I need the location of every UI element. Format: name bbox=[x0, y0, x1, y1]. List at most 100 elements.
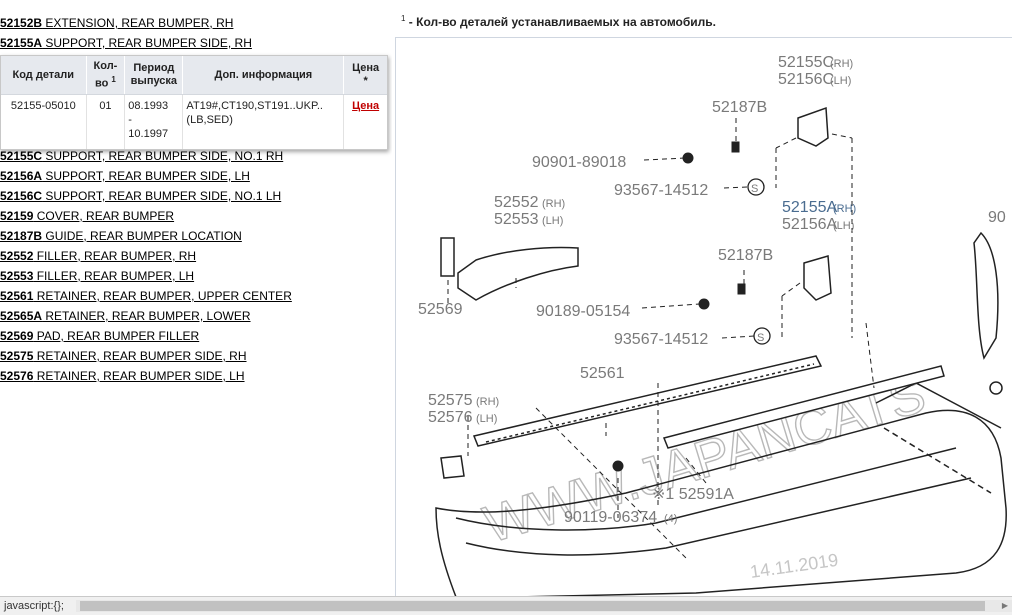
cell-code: 52155-05010 bbox=[1, 94, 87, 149]
part-code: 52569 bbox=[0, 329, 34, 343]
side-retainer-right[interactable] bbox=[973, 231, 1003, 395]
part-code: 52155C bbox=[0, 149, 43, 163]
part-details-table: Код детали Кол-во 1 Период выпуска Доп. … bbox=[1, 56, 387, 149]
parts-diagram-panel: WWW.JAPANCATS 14.11.2019 bbox=[395, 37, 1012, 597]
header-period: Период выпуска bbox=[124, 56, 184, 95]
part-description: FILLER, REAR BUMPER, RH bbox=[33, 249, 197, 263]
highlighted-part-label: 52155A bbox=[782, 199, 837, 216]
side-support-bracket-upper[interactable] bbox=[797, 106, 829, 147]
part-link-52155c[interactable]: 52155C SUPPORT, REAR BUMPER SIDE, NO.1 R… bbox=[0, 147, 283, 165]
svg-text:52187B: 52187B bbox=[718, 247, 773, 264]
part-link-52552[interactable]: 52552 FILLER, REAR BUMPER, RH bbox=[0, 247, 196, 265]
cell-price: Цена bbox=[344, 95, 387, 150]
svg-text:90: 90 bbox=[988, 209, 1006, 226]
header-info: Доп. информация bbox=[182, 56, 345, 95]
part-description: RETAINER, REAR BUMPER, UPPER CENTER bbox=[33, 289, 292, 303]
svg-text:52156C: 52156C bbox=[778, 71, 834, 88]
svg-text:(LH): (LH) bbox=[476, 413, 497, 425]
svg-text:(RH): (RH) bbox=[830, 58, 853, 70]
svg-text:52156A: 52156A bbox=[782, 216, 837, 233]
svg-text:52553: 52553 bbox=[494, 211, 539, 228]
part-code: 52156A bbox=[0, 169, 43, 183]
scroll-right-arrow-icon[interactable]: ▶ bbox=[1001, 601, 1009, 610]
svg-text:52569: 52569 bbox=[418, 301, 463, 318]
cell-info: AT19#,CT190,ST191..UKP..(LB,SED) bbox=[182, 94, 345, 149]
part-link-52561[interactable]: 52561 RETAINER, REAR BUMPER, UPPER CENTE… bbox=[0, 287, 292, 305]
watermark-date: 14.11.2019 bbox=[749, 550, 840, 582]
header-code: Код детали bbox=[1, 56, 87, 95]
status-text: javascript:{}; bbox=[4, 600, 64, 612]
parts-list-pane: 52152B EXTENSION, REAR BUMPER, RH 52155A … bbox=[0, 0, 392, 596]
svg-text:(4): (4) bbox=[664, 513, 677, 525]
callout-labels: 52155C (RH) 52156C (LH) 52187B 90901-890… bbox=[418, 54, 1006, 526]
part-link-52575[interactable]: 52575 RETAINER, REAR BUMPER SIDE, RH bbox=[0, 347, 247, 365]
part-code: 52152B bbox=[0, 16, 43, 30]
part-link-52155a[interactable]: 52155A SUPPORT, REAR BUMPER SIDE, RH bbox=[0, 34, 252, 52]
leader-lines bbox=[447, 118, 875, 559]
svg-text:(LH): (LH) bbox=[542, 215, 563, 227]
part-description: SUPPORT, REAR BUMPER SIDE, LH bbox=[42, 169, 250, 183]
bumper-filler[interactable] bbox=[440, 237, 579, 301]
part-link-52156c[interactable]: 52156C SUPPORT, REAR BUMPER SIDE, NO.1 L… bbox=[0, 187, 281, 205]
table-header-row: Код детали Кол-во 1 Период выпуска Доп. … bbox=[1, 56, 387, 95]
part-code: 52576 bbox=[0, 369, 34, 383]
side-retainer-left[interactable] bbox=[440, 455, 465, 479]
part-code: 52159 bbox=[0, 209, 34, 223]
svg-text:52187B: 52187B bbox=[712, 99, 767, 116]
part-description: COVER, REAR BUMPER bbox=[33, 209, 175, 223]
part-code: 52575 bbox=[0, 349, 34, 363]
svg-text:(LH): (LH) bbox=[833, 220, 854, 232]
part-link-52569[interactable]: 52569 PAD, REAR BUMPER FILLER bbox=[0, 327, 199, 345]
part-description: RETAINER, REAR BUMPER, LOWER bbox=[42, 309, 251, 323]
svg-text:52561: 52561 bbox=[580, 365, 625, 382]
svg-text:52552: 52552 bbox=[494, 194, 539, 211]
svg-text:52576: 52576 bbox=[428, 409, 473, 426]
part-description: GUIDE, REAR BUMPER LOCATION bbox=[42, 229, 242, 243]
svg-text:※1 52591A: ※1 52591A bbox=[652, 486, 734, 503]
part-code: 52561 bbox=[0, 289, 34, 303]
svg-text:52575: 52575 bbox=[428, 392, 473, 409]
table-row[interactable]: 52155-05010 01 08.1993 - 10.1997 AT19#,C… bbox=[1, 94, 387, 150]
part-description: SUPPORT, REAR BUMPER SIDE, NO.1 LH bbox=[42, 189, 282, 203]
horizontal-scrollbar[interactable]: ▶ bbox=[76, 600, 1012, 612]
svg-text:90901-89018: 90901-89018 bbox=[532, 154, 626, 171]
part-code: 52187B bbox=[0, 229, 43, 243]
part-description: RETAINER, REAR BUMPER SIDE, LH bbox=[33, 369, 245, 383]
svg-text:52155C: 52155C bbox=[778, 54, 834, 71]
side-support-bracket-lower[interactable] bbox=[803, 255, 832, 301]
part-link-52553[interactable]: 52553 FILLER, REAR BUMPER, LH bbox=[0, 267, 194, 285]
header-qty: Кол-во 1 bbox=[86, 56, 126, 95]
part-description: SUPPORT, REAR BUMPER SIDE, RH bbox=[42, 36, 252, 50]
s-washers bbox=[747, 178, 771, 345]
part-link-52187b[interactable]: 52187B GUIDE, REAR BUMPER LOCATION bbox=[0, 227, 242, 245]
header-price: Цена* bbox=[343, 56, 387, 95]
part-link-52159[interactable]: 52159 COVER, REAR BUMPER bbox=[0, 207, 174, 225]
part-code: 52565A bbox=[0, 309, 43, 323]
s-mark-2: S bbox=[757, 332, 764, 344]
scrollbar-thumb[interactable] bbox=[80, 601, 985, 611]
price-link[interactable]: Цена bbox=[352, 100, 380, 112]
svg-text:(RH): (RH) bbox=[542, 198, 565, 210]
part-code: 52553 bbox=[0, 269, 34, 283]
svg-text:(LH): (LH) bbox=[830, 75, 851, 87]
part-link-52156a[interactable]: 52156A SUPPORT, REAR BUMPER SIDE, LH bbox=[0, 167, 250, 185]
status-bar: javascript:{}; ▶ bbox=[0, 596, 1012, 615]
cell-period: 08.1993 - 10.1997 bbox=[124, 94, 184, 149]
part-description: FILLER, REAR BUMPER, LH bbox=[33, 269, 195, 283]
part-link-52576[interactable]: 52576 RETAINER, REAR BUMPER SIDE, LH bbox=[0, 367, 245, 385]
part-details-popup: Код детали Кол-во 1 Период выпуска Доп. … bbox=[0, 55, 388, 150]
part-link-52152b[interactable]: 52152B EXTENSION, REAR BUMPER, RH bbox=[0, 14, 233, 32]
part-code: 52156C bbox=[0, 189, 43, 203]
part-description: RETAINER, REAR BUMPER SIDE, RH bbox=[33, 349, 247, 363]
svg-text:(RH): (RH) bbox=[476, 396, 499, 408]
s-mark-1: S bbox=[751, 183, 758, 195]
part-description: EXTENSION, REAR BUMPER, RH bbox=[42, 16, 234, 30]
cell-qty: 01 bbox=[86, 94, 126, 149]
part-description: SUPPORT, REAR BUMPER SIDE, NO.1 RH bbox=[42, 149, 284, 163]
part-code: 52552 bbox=[0, 249, 34, 263]
quantity-footnote: 1 - Кол-во деталей устанавливаемых на ав… bbox=[401, 14, 716, 29]
fasteners bbox=[612, 141, 746, 472]
svg-text:(RH): (RH) bbox=[833, 203, 856, 215]
part-link-52565a[interactable]: 52565A RETAINER, REAR BUMPER, LOWER bbox=[0, 307, 251, 325]
svg-text:93567-14512: 93567-14512 bbox=[614, 331, 708, 348]
